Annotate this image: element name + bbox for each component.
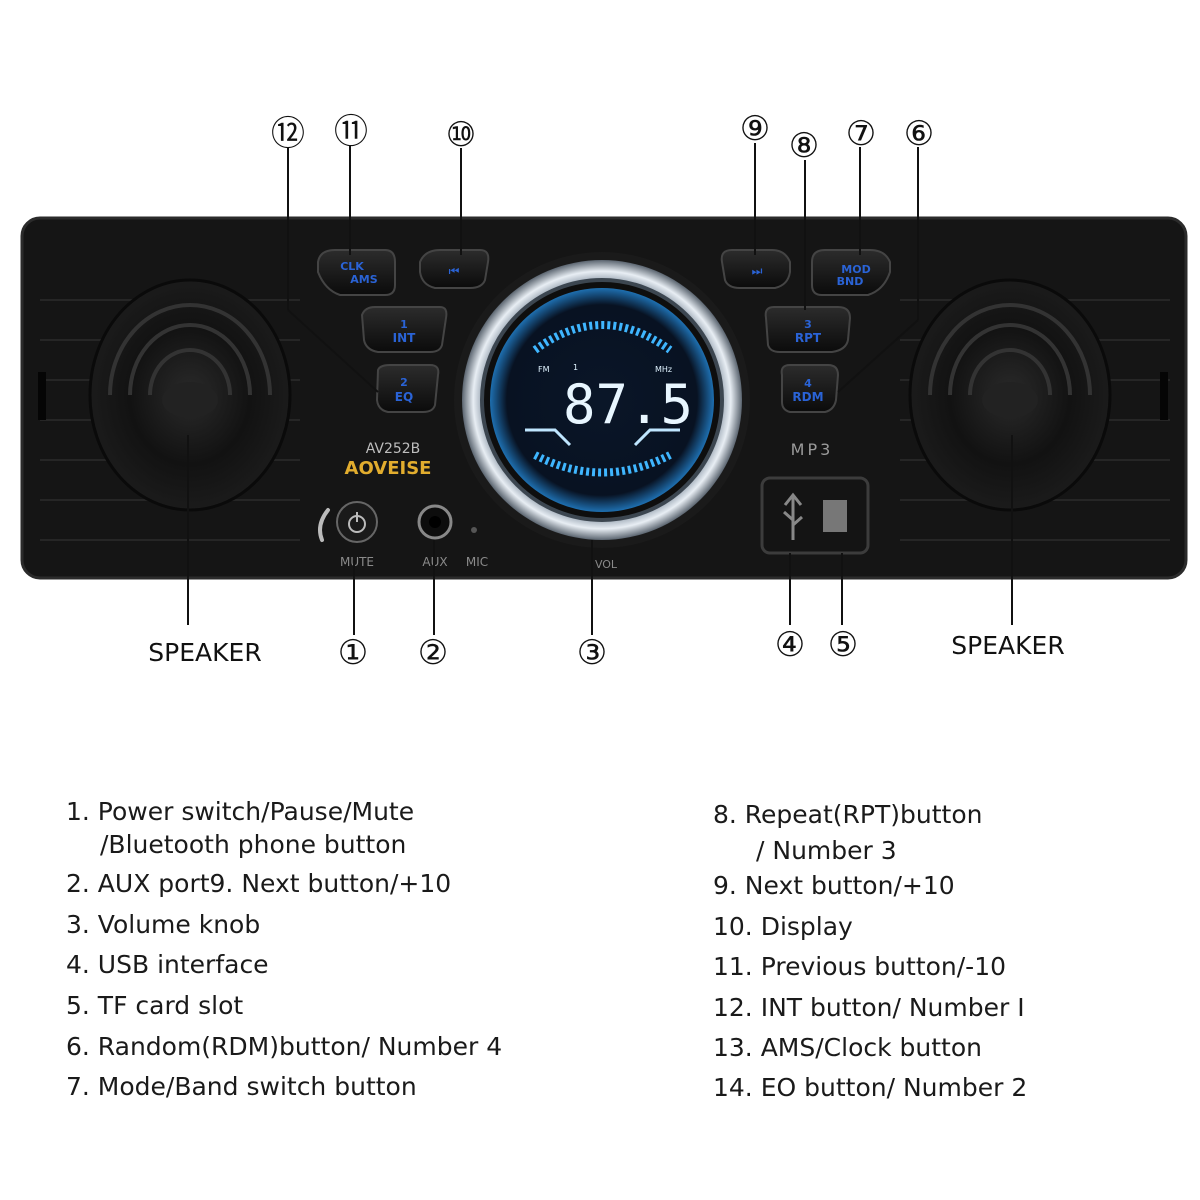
clk-ams-button[interactable]: CLK AMS bbox=[317, 249, 396, 296]
legend-left-item: 3. Volume knob bbox=[66, 910, 261, 939]
bnd-label: BND bbox=[837, 275, 864, 288]
callout-8: ⑧ bbox=[789, 126, 819, 166]
power-mute-button[interactable] bbox=[336, 501, 378, 543]
rpt-label: RPT bbox=[795, 331, 822, 345]
int-label: INT bbox=[393, 331, 417, 345]
legend-right-item: 11. Previous button/-10 bbox=[713, 952, 1007, 981]
legend-right-item: 10. Display bbox=[713, 912, 853, 941]
callout-6: ⑥ bbox=[904, 114, 934, 154]
previous-icon: ⏮ bbox=[449, 264, 460, 278]
legend-left-item: /Bluetooth phone button bbox=[100, 830, 407, 859]
int-button[interactable]: 1 INT bbox=[360, 306, 448, 353]
callout-11: ⑪ bbox=[334, 112, 368, 152]
eq-label: EQ bbox=[395, 390, 413, 404]
left-speaker bbox=[88, 278, 292, 512]
legend-left-item: 5. TF card slot bbox=[66, 991, 244, 1020]
ams-label: AMS bbox=[350, 273, 377, 286]
frequency-readout: 87.5 bbox=[563, 373, 693, 436]
brand-label: AOVEISE bbox=[345, 458, 432, 479]
usb-tf-cover[interactable] bbox=[760, 476, 870, 555]
legend-left-item: 4. USB interface bbox=[66, 950, 269, 979]
next-icon: ⏭ bbox=[752, 264, 763, 278]
mhz-indicator: MHz bbox=[655, 365, 672, 374]
rdm-number: 4 bbox=[804, 377, 812, 390]
mic-label: MIC bbox=[466, 555, 488, 569]
channel-indicator: 1 bbox=[573, 363, 578, 372]
clk-label: CLK bbox=[340, 260, 364, 273]
speaker-left-label: SPEAKER bbox=[148, 638, 261, 667]
mute-label: MUTE bbox=[340, 555, 374, 569]
legend-left-item: 7. Mode/Band switch button bbox=[66, 1072, 417, 1101]
callout-4: ④ bbox=[775, 625, 805, 665]
callout-10: ⑩ bbox=[446, 115, 476, 155]
callout-12: ⑫ bbox=[271, 114, 305, 154]
legend-right-item: 13. AMS/Clock button bbox=[713, 1033, 982, 1062]
legend-left-item: 6. Random(RDM)button/ Number 4 bbox=[66, 1032, 503, 1061]
phone-icon bbox=[318, 508, 330, 542]
left-clip bbox=[38, 372, 46, 420]
right-speaker bbox=[908, 278, 1112, 512]
callout-9: ⑨ bbox=[740, 109, 770, 149]
legend-right-item: 14. EO button/ Number 2 bbox=[713, 1073, 1028, 1102]
fm-indicator: FM bbox=[538, 365, 550, 374]
model-label: AV252B bbox=[366, 441, 421, 457]
aux-port[interactable] bbox=[417, 504, 453, 540]
vol-label: VOL bbox=[595, 558, 618, 571]
legend-left-item: 1. Power switch/Pause/Mute bbox=[66, 797, 415, 826]
callout-lines bbox=[187, 143, 1013, 635]
legend-right-item: 8. Repeat(RPT)button bbox=[713, 800, 983, 829]
mic-hole bbox=[471, 527, 477, 533]
display-screen: FM 1 MHz 87.5 bbox=[490, 288, 714, 512]
eq-button[interactable]: 2 EQ bbox=[375, 364, 440, 413]
callout-1: ① bbox=[338, 633, 368, 673]
previous-button[interactable]: ⏮ bbox=[419, 249, 490, 289]
right-clip bbox=[1160, 372, 1168, 420]
callout-2: ② bbox=[418, 633, 448, 673]
mod-bnd-button[interactable]: MOD BND bbox=[811, 249, 891, 296]
sd-card-icon bbox=[823, 500, 847, 532]
rpt-button[interactable]: 3 RPT bbox=[764, 306, 852, 353]
legend-left-item: 2. AUX port9. Next button/+10 bbox=[66, 869, 452, 898]
mp3-logo: MP3 bbox=[791, 440, 834, 459]
rdm-label: RDM bbox=[792, 390, 823, 404]
rpt-number: 3 bbox=[804, 318, 812, 331]
next-button[interactable]: ⏭ bbox=[720, 249, 791, 289]
int-number: 1 bbox=[400, 318, 408, 331]
legend-right-item: / Number 3 bbox=[756, 836, 897, 865]
rdm-button[interactable]: 4 RDM bbox=[780, 364, 840, 413]
radio-diagram: CLK AMS ⏮ 1 INT 2 EQ ⏭ MOD BND 3 RPT 4 R… bbox=[20, 109, 1188, 673]
callout-5: ⑤ bbox=[828, 625, 858, 665]
mod-label: MOD bbox=[841, 263, 870, 276]
speaker-right-label: SPEAKER bbox=[951, 631, 1064, 660]
eq-number: 2 bbox=[400, 376, 408, 389]
callout-3: ③ bbox=[577, 633, 607, 673]
legend-right-item: 9. Next button/+10 bbox=[713, 871, 955, 900]
usb-icon bbox=[783, 492, 803, 540]
legend-right-item: 12. INT button/ Number I bbox=[713, 993, 1025, 1022]
callout-7: ⑦ bbox=[846, 114, 876, 154]
